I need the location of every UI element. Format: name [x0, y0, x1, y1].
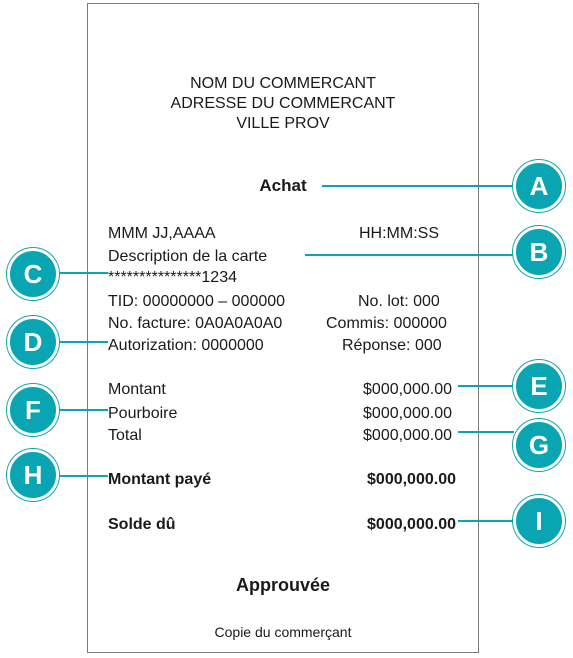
merchant-copy-label: Copie du commerçant: [214, 624, 352, 640]
callout-e: E: [513, 360, 565, 412]
total-value: $000,000.00: [363, 427, 452, 444]
callout-h: H: [7, 449, 59, 501]
tip-value: $000,000.00: [363, 405, 452, 422]
merchant-name: NOM DU COMMERCANT: [190, 75, 376, 92]
callout-g: G: [513, 419, 565, 471]
time: HH:MM:SS: [359, 225, 439, 242]
amount-paid-label: Montant payé: [108, 471, 212, 488]
amount-label: Montant: [108, 381, 166, 398]
invoice-number: No. facture: 0A0A0A0A0: [108, 315, 283, 332]
callout-c: C: [7, 248, 59, 300]
total-label: Total: [108, 427, 142, 444]
callout-f: F: [7, 384, 59, 436]
merchant-address: ADRESSE DU COMMERCANT: [170, 95, 396, 112]
lot-number: No. lot: 000: [358, 293, 440, 310]
transaction-type: Achat: [259, 176, 307, 195]
callout-b: B: [513, 226, 565, 278]
amount-value: $000,000.00: [363, 381, 452, 398]
date: MMM JJ,AAAA: [108, 225, 216, 242]
card-number: ***************1234: [108, 269, 237, 286]
balance-due-label: Solde dû: [108, 516, 176, 533]
response-code: Réponse: 000: [342, 337, 442, 354]
callout-i: I: [513, 495, 565, 547]
callout-a: A: [513, 160, 565, 212]
balance-due-value: $000,000.00: [367, 516, 456, 533]
approval-status: Approuvée: [235, 575, 331, 595]
terminal-id: TID: 00000000 – 000000: [108, 293, 286, 310]
receipt: NOM DU COMMERCANT ADRESSE DU COMMERCANT …: [87, 3, 479, 653]
card-description: Description de la carte: [108, 248, 268, 265]
clerk-id: Commis: 000000: [326, 315, 447, 332]
amount-paid-value: $000,000.00: [367, 471, 456, 488]
authorization: Autorization: 0000000: [108, 337, 264, 354]
tip-label: Pourboire: [108, 405, 178, 422]
callout-d: D: [7, 316, 59, 368]
merchant-city: VILLE PROV: [236, 115, 330, 132]
